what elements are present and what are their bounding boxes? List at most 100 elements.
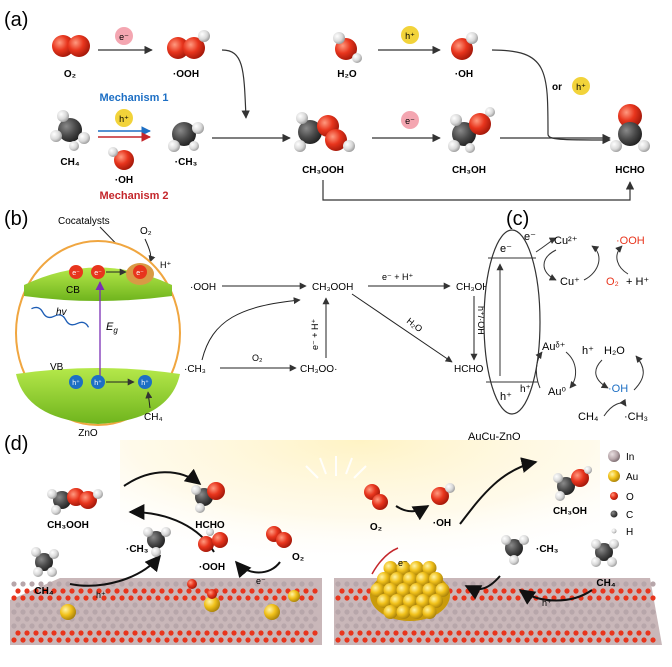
surface-atom: [411, 630, 417, 636]
surface-atom: [357, 616, 363, 622]
surface-atom: [51, 602, 57, 608]
b-h-1: h⁺: [72, 379, 80, 387]
surface-atom: [465, 616, 471, 622]
surface-atom: [524, 623, 530, 629]
surface-atom: [33, 602, 39, 608]
surface-atom: [564, 602, 570, 608]
surface-atom: [591, 616, 597, 622]
surface-atom: [213, 630, 219, 636]
surface-atom: [456, 602, 462, 608]
d-ch4-label: CH₄: [34, 586, 53, 597]
surface-atom: [123, 630, 129, 636]
a-ch3ooh-label: CH₃OOH: [302, 165, 344, 176]
hole-badge-2: [572, 77, 590, 95]
surface-atom: [155, 581, 161, 587]
hcho-molecule: [610, 104, 650, 152]
surface-atom: [200, 609, 206, 615]
surface-atom: [578, 623, 584, 629]
surface-atom: [20, 595, 26, 601]
surface-atom: [299, 595, 305, 601]
a-h-badge-1: h⁺: [405, 31, 415, 41]
surface-atom: [42, 588, 48, 594]
surface-atom: [65, 637, 71, 643]
surface-atom: [231, 588, 237, 594]
surface-atom: [222, 602, 228, 608]
c-e-inner: e⁻: [500, 243, 512, 255]
surface-atom: [236, 581, 242, 587]
surface-atom: [159, 616, 165, 622]
surface-atom: [645, 602, 651, 608]
surface-atom: [407, 637, 413, 643]
gold-atom: [403, 572, 417, 586]
surface-atom: [537, 588, 543, 594]
surface-atom: [560, 623, 566, 629]
surface-atom: [114, 588, 120, 594]
surface-atom: [222, 630, 228, 636]
surface-atom: [596, 623, 602, 629]
surface-atom: [272, 581, 278, 587]
d-h-label: h⁺: [96, 590, 106, 600]
surface-atom: [146, 623, 152, 629]
surface-atom: [470, 637, 476, 643]
surface-atom: [614, 623, 620, 629]
surface-atom: [605, 581, 611, 587]
surface-atom: [456, 630, 462, 636]
c-h-top: h⁺: [582, 345, 594, 357]
surface-atom: [299, 623, 305, 629]
c-oh-label: ·OH: [608, 383, 628, 395]
surface-atom: [600, 602, 606, 608]
surface-atom: [222, 588, 228, 594]
surface-atom: [105, 616, 111, 622]
surface-atom: [272, 637, 278, 643]
surface-atom: [195, 616, 201, 622]
surface-atom: [461, 637, 467, 643]
surface-atom: [263, 623, 269, 629]
surface-atom: [218, 595, 224, 601]
d-ch4-right-label: CH₄: [596, 578, 615, 589]
h2o-molecule: [333, 32, 362, 63]
gold-atom: [403, 594, 417, 608]
surface-atom: [641, 637, 647, 643]
surface-atom: [569, 581, 575, 587]
surface-atom: [128, 595, 134, 601]
surface-atom: [303, 602, 309, 608]
d-ooh-molecule: [198, 528, 228, 552]
panel-b: (b) Cocatalysts O₂ H⁺ e⁻ e⁻ e⁻ CB hv Eg …: [4, 208, 490, 439]
surface-atom: [474, 630, 480, 636]
surface-atom: [276, 602, 282, 608]
surface-atom: [159, 630, 165, 636]
surface-atom: [384, 630, 390, 636]
gold-atom: [383, 583, 398, 597]
surface-atom: [353, 581, 359, 587]
d-legend: In Au O C H: [608, 450, 638, 538]
surface-atom: [632, 637, 638, 643]
hole-badge: [401, 26, 419, 44]
surface-atom: [497, 637, 503, 643]
gold-atom: [429, 572, 443, 586]
surface-atom: [582, 630, 588, 636]
surface-atom: [416, 623, 422, 629]
surface-atom: [362, 623, 368, 629]
b-cb-label: CB: [66, 285, 80, 296]
surface-atom: [447, 630, 453, 636]
surface-atom: [303, 630, 309, 636]
surface-atom: [339, 616, 345, 622]
surface-atom: [209, 581, 215, 587]
surface-atom: [479, 637, 485, 643]
surface-atom: [362, 637, 368, 643]
surface-atom: [290, 637, 296, 643]
surface-atom: [173, 637, 179, 643]
d-ch3-label: ·CH₃: [126, 544, 149, 555]
surface-atom: [236, 595, 242, 601]
surface-atom: [398, 637, 404, 643]
surface-atom: [227, 637, 233, 643]
surface-atom: [119, 637, 125, 643]
surface-atom: [555, 616, 561, 622]
surface-atom: [650, 581, 656, 587]
surface-atom: [641, 595, 647, 601]
c-ch3-label: ·CH₃: [624, 411, 648, 423]
surface-atom: [627, 588, 633, 594]
surface-atom: [366, 602, 372, 608]
surface-atom: [614, 637, 620, 643]
surface-atom: [195, 602, 201, 608]
